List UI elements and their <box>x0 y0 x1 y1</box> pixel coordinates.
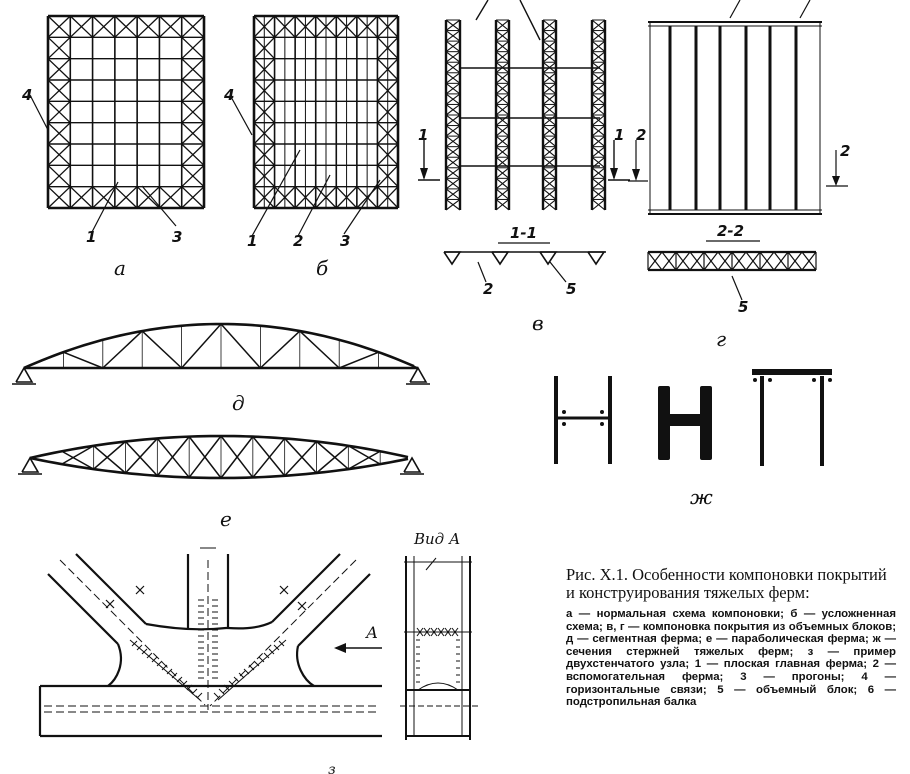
scheme-b-callout-4: 4 <box>223 86 234 104</box>
scheme-a-callout-3: 3 <box>172 228 182 246</box>
scheme-b-callout-3: 3 <box>340 232 350 250</box>
scheme-b-label: б <box>316 256 329 280</box>
scheme-g: 2 2 2-2 5 г <box>628 0 850 351</box>
scheme-a-label: а <box>114 256 126 280</box>
scheme-a-grid <box>46 14 206 210</box>
scheme-a-callout-4: 4 <box>21 86 32 104</box>
scheme-g-callout-5: 5 <box>738 298 748 316</box>
scheme-b-callout-2: 2 <box>293 232 303 250</box>
scheme-v-callout-2: 2 <box>483 280 493 298</box>
section-mark-1-left: 1 <box>418 126 428 144</box>
double-wall-joint: А з <box>38 547 382 774</box>
scheme-b-callout-1: 1 <box>247 232 257 250</box>
weld-marks <box>105 585 307 699</box>
member-sections: ж <box>554 369 832 509</box>
view-a: Вид А <box>400 530 478 740</box>
segmental-truss-label: д <box>232 391 245 415</box>
view-a-title: Вид А <box>413 530 460 548</box>
double-wall-joint-label: з <box>328 762 336 774</box>
section-1-1-drawing <box>443 251 606 266</box>
scheme-v-label: в <box>532 311 544 335</box>
view-arrow-label: А <box>365 623 378 642</box>
member-sections-label: ж <box>690 485 713 509</box>
scheme-a-callout-1: 1 <box>86 228 96 246</box>
section-mark-1-right: 1 <box>614 126 624 144</box>
caption-legend: а — нормальная схема компоновки; б — усл… <box>566 608 896 709</box>
section-1-1-label: 1-1 <box>510 224 537 242</box>
scheme-v-callout-5: 5 <box>566 280 576 298</box>
parabolic-truss-label: е <box>220 507 232 531</box>
section-mark-2-right: 2 <box>840 142 850 160</box>
parabolic-truss: е <box>18 434 424 531</box>
scheme-g-label: г <box>716 327 726 351</box>
scheme-v-truss-blocks <box>444 19 607 211</box>
scheme-v: 1 1 1-1 2 5 в <box>418 0 630 335</box>
parabolic-truss-drawing <box>18 434 424 480</box>
view-a-weld-marks <box>416 627 460 683</box>
figure-caption: Рис. X.1. Особенности компоновки покрыти… <box>566 566 896 709</box>
caption-title: Рис. X.1. Особенности компоновки покрыти… <box>566 565 887 602</box>
section-2-2-label: 2-2 <box>717 222 744 240</box>
scheme-b: 4 1 2 3 б <box>223 14 400 280</box>
scheme-a: 4 1 3 а <box>21 14 206 280</box>
section-2-2-drawing <box>647 250 817 272</box>
scheme-b-grid <box>252 14 400 210</box>
section-mark-2-left: 2 <box>636 126 646 144</box>
segmental-truss: д <box>12 322 430 415</box>
segmental-truss-drawing <box>12 322 430 385</box>
